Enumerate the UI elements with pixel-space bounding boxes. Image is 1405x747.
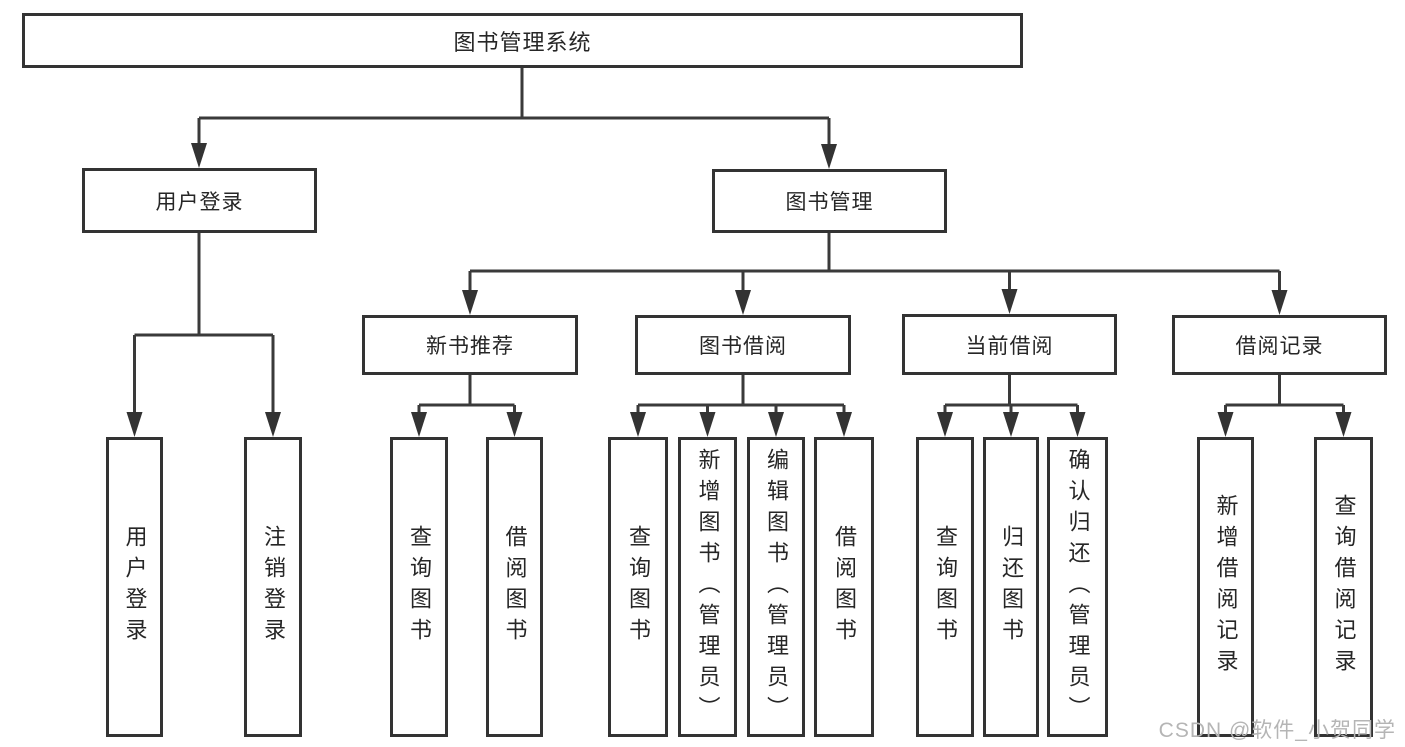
- node-label: 新增图书（管理员）: [695, 447, 721, 727]
- node-label: 新增借阅记录: [1213, 494, 1239, 680]
- leaf-return-books: 归还图书: [983, 437, 1039, 737]
- node-label: 当前借阅: [965, 334, 1054, 358]
- node-book-management: 图书管理: [712, 169, 947, 233]
- node-current-borrowing: 当前借阅: [902, 314, 1117, 375]
- node-label: 查询图书: [407, 525, 432, 649]
- node-label: 新书推荐: [426, 335, 514, 358]
- node-label: 查询图书: [933, 525, 958, 649]
- node-label: 借阅图书: [502, 525, 528, 649]
- node-label: 图书管理系统: [453, 29, 592, 55]
- node-label: 归还图书: [999, 525, 1024, 649]
- node-label: 图书管理: [785, 191, 874, 214]
- csdn-watermark: CSDN @软件_小贺同学: [1158, 719, 1396, 742]
- node-new-book-recommend: 新书推荐: [362, 315, 578, 375]
- leaf-user-login: 用户登录: [106, 437, 163, 737]
- node-label: 查询图书: [626, 525, 651, 649]
- node-system-root: 图书管理系统: [22, 13, 1023, 68]
- node-label: 注销登录: [261, 525, 286, 649]
- node-label: 确认归还（管理员）: [1065, 447, 1091, 727]
- node-borrow-records: 借阅记录: [1172, 315, 1387, 375]
- leaf-edit-books-admin: 编辑图书（管理员）: [747, 437, 805, 737]
- leaf-query-books-borrowing: 查询图书: [608, 437, 668, 737]
- leaf-query-borrow-record: 查询借阅记录: [1314, 437, 1373, 737]
- node-label: 查询借阅记录: [1331, 494, 1357, 680]
- node-label: 用户登录: [122, 525, 148, 649]
- node-label: 借阅图书: [832, 525, 857, 649]
- leaf-logout: 注销登录: [244, 437, 302, 737]
- leaf-confirm-return-admin: 确认归还（管理员）: [1047, 437, 1108, 737]
- leaf-add-books-admin: 新增图书（管理员）: [678, 437, 737, 737]
- leaf-borrow-books-recommend: 借阅图书: [486, 437, 543, 737]
- node-label: 图书借阅: [699, 335, 787, 358]
- arrowheads: [126, 143, 1352, 437]
- node-user-login: 用户登录: [82, 168, 317, 233]
- leaf-add-borrow-record: 新增借阅记录: [1197, 437, 1254, 737]
- leaf-query-books-recommend: 查询图书: [390, 437, 448, 737]
- node-label: 用户登录: [155, 190, 244, 214]
- leaf-borrow-books: 借阅图书: [814, 437, 874, 737]
- node-label: 编辑图书（管理员）: [764, 447, 789, 727]
- leaf-query-books-current: 查询图书: [916, 437, 974, 737]
- node-label: 借阅记录: [1235, 335, 1324, 358]
- node-book-borrowing: 图书借阅: [635, 315, 851, 375]
